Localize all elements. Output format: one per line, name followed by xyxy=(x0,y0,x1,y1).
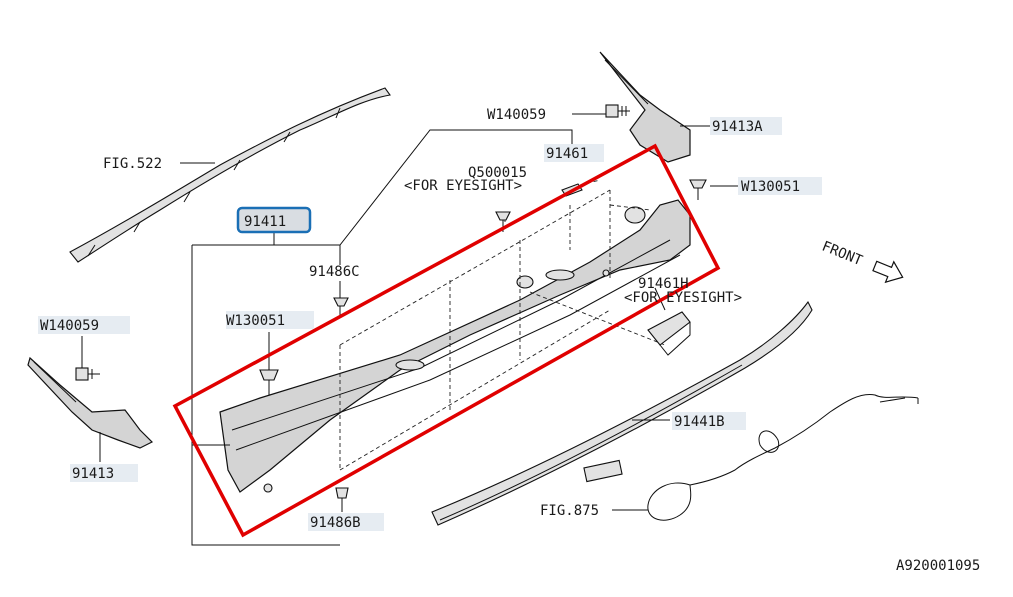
label-for-eyesight-2: <FOR EYESIGHT> xyxy=(624,290,742,306)
label-fig875[interactable]: FIG.875 xyxy=(540,503,599,519)
bolt-w140059-left xyxy=(75,367,100,381)
label-w130051-right[interactable]: W130051 xyxy=(738,177,822,195)
highlight-box xyxy=(172,143,721,538)
label-q500015[interactable]: Q500015 xyxy=(468,165,527,181)
svg-text:91461H: 91461H xyxy=(638,276,689,292)
svg-text:W130051: W130051 xyxy=(741,179,800,195)
front-label: FRONT xyxy=(820,239,866,270)
bracket-91411 xyxy=(191,129,573,546)
part-91413a-shape xyxy=(599,51,691,163)
label-w140059-top[interactable]: W140059 xyxy=(487,107,546,123)
clip-91486c xyxy=(333,297,349,318)
svg-text:FIG.522: FIG.522 xyxy=(103,156,162,172)
svg-text:<FOR EYESIGHT>: <FOR EYESIGHT> xyxy=(624,290,742,306)
label-91413a[interactable]: 91413A xyxy=(710,117,782,135)
svg-text:W130051: W130051 xyxy=(226,313,285,329)
part-91413-shape xyxy=(27,356,154,449)
label-91413[interactable]: 91413 xyxy=(70,464,138,482)
bracket-91461h xyxy=(647,311,691,356)
label-w130051-left[interactable]: W130051 xyxy=(226,311,314,329)
weatherstrip-91441b xyxy=(431,300,813,526)
label-91461[interactable]: 91461 xyxy=(544,144,604,162)
svg-text:FIG.875: FIG.875 xyxy=(540,503,599,519)
label-for-eyesight-1: <FOR EYESIGHT> xyxy=(404,178,522,194)
svg-text:91441B: 91441B xyxy=(674,414,725,430)
clip-w130051-left xyxy=(259,369,279,395)
svg-text:91413: 91413 xyxy=(72,466,114,482)
label-diagram-id: A920001095 xyxy=(896,558,980,574)
label-91441b[interactable]: 91441B xyxy=(672,412,746,430)
svg-text:A920001095: A920001095 xyxy=(896,558,980,574)
fig522-molding xyxy=(69,87,391,263)
svg-text:91461: 91461 xyxy=(546,146,588,162)
label-91461h[interactable]: 91461H xyxy=(638,276,689,292)
svg-text:<FOR EYESIGHT>: <FOR EYESIGHT> xyxy=(404,178,522,194)
label-fig522[interactable]: FIG.522 xyxy=(103,156,162,172)
washer-hose-fig875 xyxy=(583,393,919,521)
svg-text:91413A: 91413A xyxy=(712,119,763,135)
svg-text:W140059: W140059 xyxy=(40,318,99,334)
label-91486c[interactable]: 91486C xyxy=(309,264,360,280)
selected-label-frame xyxy=(236,206,312,234)
clip-w130051-right xyxy=(689,179,707,200)
cowl-panel-91411 xyxy=(219,199,691,493)
svg-text:W140059: W140059 xyxy=(487,107,546,123)
label-91486b[interactable]: 91486B xyxy=(308,513,384,531)
svg-text:91486C: 91486C xyxy=(309,264,360,280)
svg-text:91486B: 91486B xyxy=(310,515,361,531)
bolt-w140059-top xyxy=(605,104,630,118)
label-91411[interactable]: 91411 xyxy=(236,206,312,234)
arrow-right-icon xyxy=(872,260,904,284)
screw-q500015 xyxy=(495,211,511,232)
svg-text:Q500015: Q500015 xyxy=(468,165,527,181)
label-w140059-left[interactable]: W140059 xyxy=(38,316,130,334)
front-indicator: FRONT xyxy=(820,239,904,284)
clip-91486b xyxy=(335,487,349,499)
svg-text:91411: 91411 xyxy=(244,214,286,230)
